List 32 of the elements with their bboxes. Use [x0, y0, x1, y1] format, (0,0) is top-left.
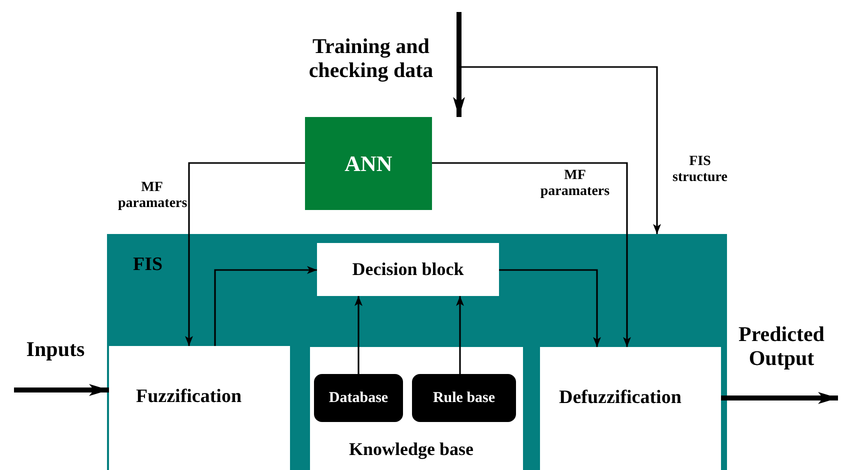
box-label: Fuzzification — [136, 386, 242, 408]
edge-label: FIS structure — [672, 154, 728, 186]
arrow — [432, 162, 631, 347]
arrow — [354, 296, 362, 374]
group-box — [310, 347, 523, 470]
store-box — [412, 374, 516, 422]
box-label: Defuzzification — [559, 387, 682, 409]
network-box — [305, 117, 432, 210]
process-box — [540, 347, 721, 470]
process-box — [317, 243, 499, 296]
edge-label: MF paramaters — [118, 180, 186, 212]
box-label: Decision block — [352, 259, 464, 280]
group-label: FIS — [133, 254, 163, 276]
edge-label: MF paramaters — [539, 168, 611, 200]
arrow — [459, 66, 661, 234]
thick-arrow — [453, 12, 465, 117]
process-box — [109, 346, 290, 470]
box-label: Database — [328, 390, 388, 406]
edge-label: Predicted Output — [738, 322, 826, 370]
group-label: Knowledge base — [349, 439, 474, 460]
edge-label: Training and checking data — [308, 34, 434, 82]
edge-label: Inputs — [25, 337, 86, 362]
arrow — [185, 162, 305, 346]
box-label: Rule base — [432, 390, 496, 406]
arrow — [456, 296, 464, 374]
thick-arrow — [14, 384, 109, 396]
system-panel — [107, 234, 727, 470]
store-box — [314, 374, 403, 422]
arrow — [499, 269, 601, 347]
arrow — [214, 266, 317, 346]
thick-arrow — [721, 392, 838, 404]
box-label: ANN — [344, 150, 392, 176]
